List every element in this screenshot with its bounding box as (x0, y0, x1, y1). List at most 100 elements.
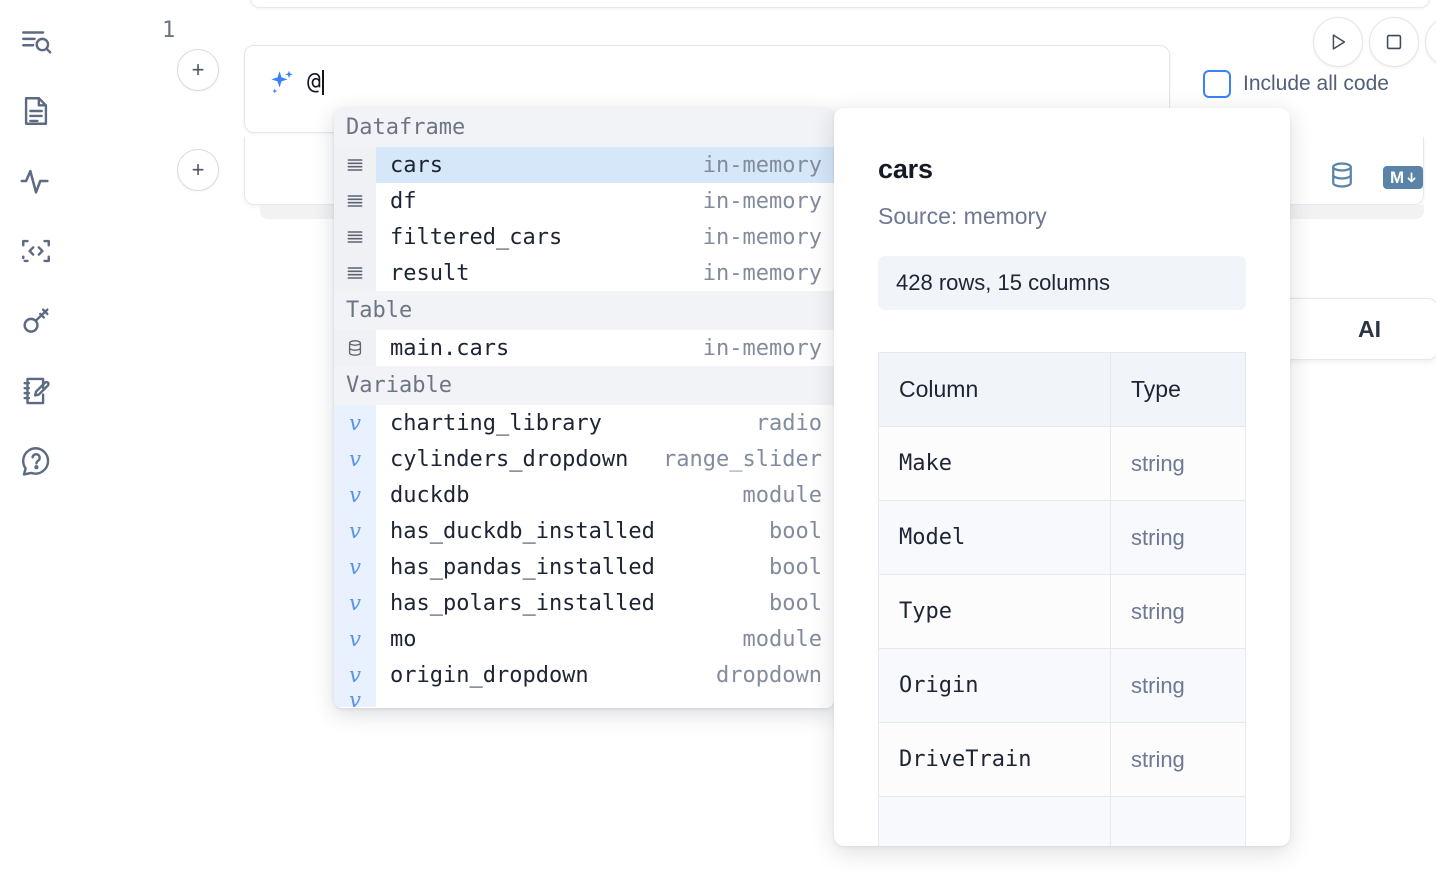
autocomplete-item-body: duckdb module (376, 477, 834, 513)
autocomplete-item-type: bool (769, 554, 822, 580)
autocomplete-item-body: main.cars in-memory (376, 330, 834, 366)
autocomplete-section-header: Table (334, 291, 834, 330)
activity-pulse-icon[interactable] (13, 158, 59, 204)
ai-prompt-input[interactable]: @ (307, 62, 1147, 102)
schema-header-cell: Type (1110, 352, 1246, 427)
database-icon[interactable] (1327, 160, 1357, 195)
help-chat-icon[interactable] (13, 438, 59, 484)
schema-column-name: DriveTrain (878, 722, 1111, 797)
more-options-button[interactable] (1425, 17, 1436, 67)
markdown-icon[interactable]: M (1383, 166, 1423, 189)
include-all-code-checkbox[interactable] (1203, 70, 1231, 98)
variable-upsilon-icon: v (334, 405, 376, 441)
variable-upsilon-icon: v (334, 513, 376, 549)
explore-search-icon[interactable] (13, 18, 59, 64)
autocomplete-item-name: duckdb (390, 482, 470, 508)
run-button[interactable] (1313, 17, 1363, 67)
autocomplete-item-name: df (390, 188, 417, 214)
autocomplete-item[interactable]: v has_duckdb_installed bool (334, 513, 834, 549)
variable-upsilon-icon: v (334, 693, 376, 707)
cell-output-icons: M (1327, 160, 1423, 195)
autocomplete-item-name: cylinders_dropdown (390, 446, 629, 472)
dataframe-rows-icon (334, 147, 376, 183)
autocomplete-section-header: Variable (334, 366, 834, 405)
schema-column-name (878, 796, 1111, 846)
autocomplete-item[interactable]: v has_polars_installed bool (334, 585, 834, 621)
autocomplete-item-body: df in-memory (376, 183, 834, 219)
schema-column-type: string (1110, 500, 1246, 575)
autocomplete-item-name: has_polars_installed (390, 590, 655, 616)
autocomplete-item[interactable]: main.cars in-memory (334, 330, 834, 366)
code-brackets-icon[interactable] (13, 228, 59, 274)
include-all-code-label: Include all code (1243, 72, 1389, 95)
autocomplete-item-name: main.cars (390, 335, 510, 361)
schema-column-name: Model (878, 500, 1111, 575)
schema-row (878, 796, 1246, 846)
autocomplete-item-name: charting_library (390, 410, 602, 436)
key-icon[interactable] (13, 298, 59, 344)
autocomplete-item-name: origin_dropdown (390, 662, 589, 688)
autocomplete-item[interactable]: df in-memory (334, 183, 834, 219)
detail-source: Source: memory (878, 203, 1047, 229)
autocomplete-item-body: result in-memory (376, 255, 834, 291)
notebook-pencil-icon[interactable] (13, 368, 59, 414)
left-icon-rail (0, 0, 72, 874)
autocomplete-item-name: mo (390, 626, 417, 652)
autocomplete-item-name: result (390, 260, 470, 286)
stop-button[interactable] (1369, 17, 1419, 67)
autocomplete-item-type: in-memory (702, 335, 822, 361)
file-text-icon[interactable] (13, 88, 59, 134)
autocomplete-item-clipped[interactable]: v (334, 693, 834, 707)
completion-detail-panel: cars Source: memory 428 rows, 15 columns… (834, 108, 1290, 846)
schema-column-type (1110, 796, 1246, 846)
add-cell-button-bottom[interactable]: + (177, 149, 219, 191)
autocomplete-item-type: module (742, 482, 822, 508)
schema-header-cell: Column (878, 352, 1111, 427)
autocomplete-item-type: bool (769, 518, 822, 544)
autocomplete-item-name: has_pandas_installed (390, 554, 655, 580)
generate-with-ai-label: AI (1358, 315, 1381, 342)
sparkle-ai-icon (267, 68, 297, 98)
autocomplete-item[interactable]: result in-memory (334, 255, 834, 291)
autocomplete-item-type: in-memory (702, 188, 822, 214)
autocomplete-item-name: has_duckdb_installed (390, 518, 655, 544)
variable-upsilon-icon: v (334, 585, 376, 621)
dataframe-rows-icon (334, 219, 376, 255)
schema-column-type: string (1110, 574, 1246, 649)
variable-upsilon-icon: v (334, 549, 376, 585)
add-cell-button-top[interactable]: + (177, 49, 219, 91)
variable-upsilon-icon: v (334, 621, 376, 657)
autocomplete-item[interactable]: v has_pandas_installed bool (334, 549, 834, 585)
autocomplete-item-type: in-memory (702, 224, 822, 250)
ai-prompt-value: @ (307, 69, 321, 95)
variable-upsilon-icon: v (334, 657, 376, 693)
schema-column-name: Origin (878, 648, 1111, 723)
detail-shape-badge: 428 rows, 15 columns (878, 256, 1246, 310)
include-all-code-row[interactable]: Include all code (1203, 70, 1389, 98)
variable-upsilon-icon: v (334, 477, 376, 513)
autocomplete-item-type: bool (769, 590, 822, 616)
autocomplete-item-type: in-memory (702, 152, 822, 178)
autocomplete-item-body: has_duckdb_installed bool (376, 513, 834, 549)
autocomplete-item-type: in-memory (702, 260, 822, 286)
variable-upsilon-icon: v (334, 441, 376, 477)
autocomplete-item-body: has_pandas_installed bool (376, 549, 834, 585)
code-line-number: 1 (162, 18, 176, 43)
